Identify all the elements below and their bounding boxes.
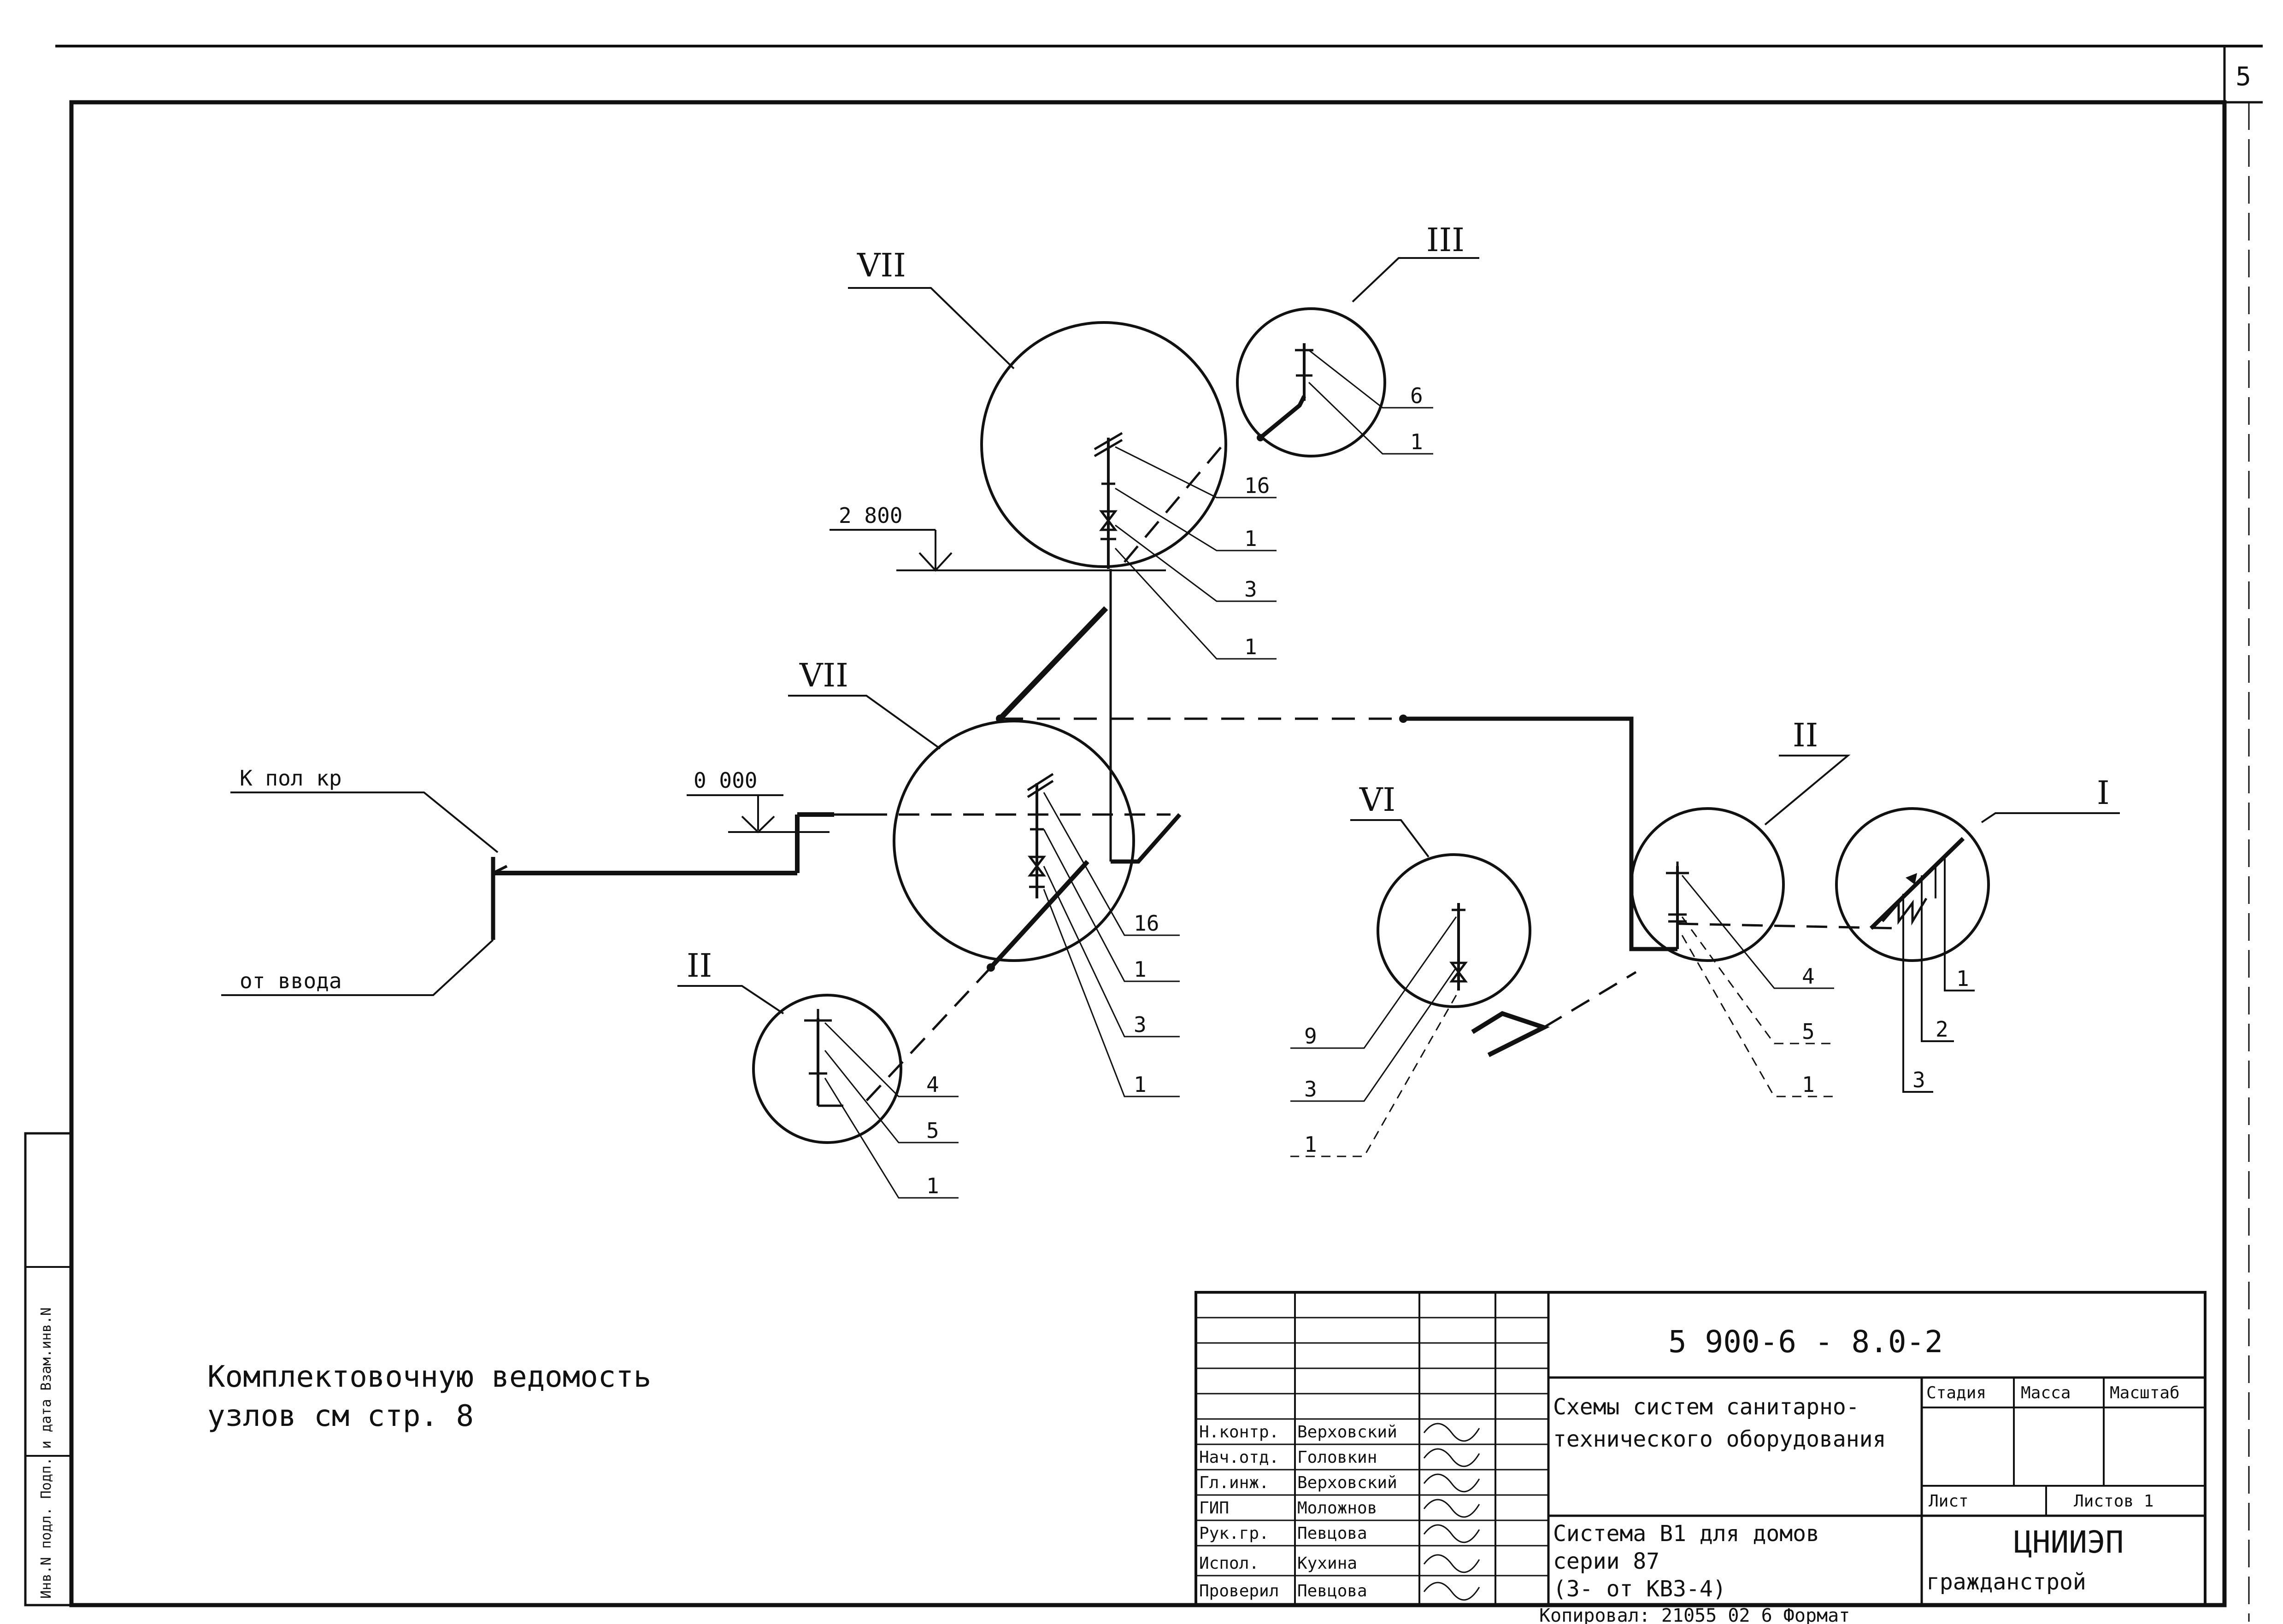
node-vii-top: VII 16 1 3 1 [848,246,1277,660]
system-line-2: серии 87 [1553,1548,1659,1574]
role-5: Рук.гр. [1199,1524,1269,1543]
name-1: Верховский [1297,1423,1397,1442]
pos-vii-top-3: 3 [1244,577,1257,602]
name-2: Головкин [1297,1448,1377,1467]
level-upper-label: 2 800 [839,503,902,528]
role-4: ГИП [1199,1499,1229,1518]
pos-vii-mid-4: 1 [1134,1072,1147,1097]
col-scale: Масштаб [2110,1384,2180,1402]
pos-vi-3: 1 [1304,1132,1317,1157]
level-mark-upper: 2 800 [830,503,1166,572]
role-7: Проверил [1199,1582,1279,1601]
pos-i-2: 2 [1936,1017,1948,1042]
bottom-stamp: Копировал: 21055 02 6 Формат [1539,1605,1850,1624]
pos-iii-1: 6 [1410,383,1423,408]
col-stage: Стадия [1926,1384,1986,1402]
name-3: Верховский [1297,1473,1397,1492]
pos-ii-left-1: 4 [926,1072,939,1097]
inlet-riser: К пол кр от ввода [221,766,1171,996]
signatures [1423,1423,1480,1601]
side-stamp-text: Инв.N подл. Подп. и дата Взам.инв.N [38,1307,54,1599]
name-5: Певцова [1297,1524,1367,1543]
pos-i-3: 3 [1912,1067,1925,1092]
role-6: Испол. [1199,1554,1259,1573]
sheets-label: Листов 1 [2074,1492,2154,1511]
col-mass: Масса [2021,1384,2071,1402]
org-name-1: ЦНИИЭП [2014,1524,2124,1560]
sheet-label: Лист [1929,1492,1969,1511]
note: Комплектовочную ведомость узлов см стр. … [207,1360,651,1433]
inlet-to-pipe-label: К пол кр [240,766,342,791]
pos-i-1: 1 [1956,966,1969,991]
page-number: 5 [2236,62,2251,92]
role-3: Гл.инж. [1199,1473,1269,1492]
pos-vii-top-1: 16 [1244,473,1270,498]
piping-scheme: К пол кр от ввода 0 000 2 800 [221,221,2120,1199]
name-4: Моложнов [1297,1499,1377,1518]
note-line-1: Комплектовочную ведомость [207,1360,651,1394]
role-2: Нач.отд. [1199,1448,1279,1467]
sheet-frame: 5 [55,45,2263,1622]
callout-node-vii-mid: VII [799,657,848,694]
node-vi: VI 9 3 1 [1290,781,1531,1157]
system-line-1: Система В1 для домов [1553,1521,1819,1547]
pos-vii-mid-3: 3 [1134,1012,1147,1037]
riser-pipes [861,395,1899,1107]
pos-iii-2: 1 [1410,429,1423,454]
callout-node-vi: VI [1359,781,1395,819]
node-ii-right: II 4 5 1 [1630,716,1851,1097]
side-stamp: Инв.N подл. Подп. и дата Взам.инв.N [24,1132,73,1606]
note-line-2: узлов см стр. 8 [207,1399,474,1433]
node-i: I 1 2 3 [1835,774,2120,1093]
system-line-3: (3- от КВЗ-4) [1553,1576,1726,1602]
role-1: Н.контр. [1199,1423,1279,1442]
pos-vi-2: 3 [1304,1077,1317,1102]
pos-vii-mid-2: 1 [1134,957,1147,982]
pos-ii-right-1: 4 [1802,964,1815,989]
level-ground-label: 0 000 [694,768,757,793]
node-iii: III 6 1 [1236,221,1479,457]
node-ii-left: II 4 5 1 [677,947,959,1199]
inlet-from-label: от ввода [240,968,342,993]
title-block: 5 900-6 - 8.0-2 Н.контр. Нач.отд. Гл.инж… [1194,1291,2207,1606]
name-6: Кухина [1297,1554,1357,1573]
doc-code: 5 900-6 - 8.0-2 [1668,1324,1943,1360]
drawing-title-2: технического оборудования [1553,1426,1886,1452]
pos-ii-right-2: 5 [1802,1019,1815,1044]
pos-ii-right-3: 1 [1802,1072,1815,1097]
name-7: Певцова [1297,1582,1367,1601]
drawing-title-1: Схемы систем санитарно- [1553,1394,1859,1420]
org-name-2: гражданстрой [1926,1569,2086,1595]
callout-node-ii-left: II [687,947,712,985]
callout-node-i: I [2097,774,2110,812]
level-mark-ground: 0 000 [687,768,830,833]
pos-vii-top-4: 1 [1244,634,1257,659]
pos-ii-left-3: 1 [926,1173,939,1198]
node-vii-mid: VII 16 1 3 1 [788,657,1180,1097]
pos-ii-left-2: 5 [926,1118,939,1143]
callout-node-iii: III [1426,221,1465,259]
pos-vii-mid-1: 16 [1134,911,1159,936]
pos-vii-top-2: 1 [1244,526,1257,551]
callout-node-vii-top: VII [857,246,906,284]
pos-vi-1: 9 [1304,1024,1317,1049]
callout-node-ii-right: II [1793,716,1818,754]
